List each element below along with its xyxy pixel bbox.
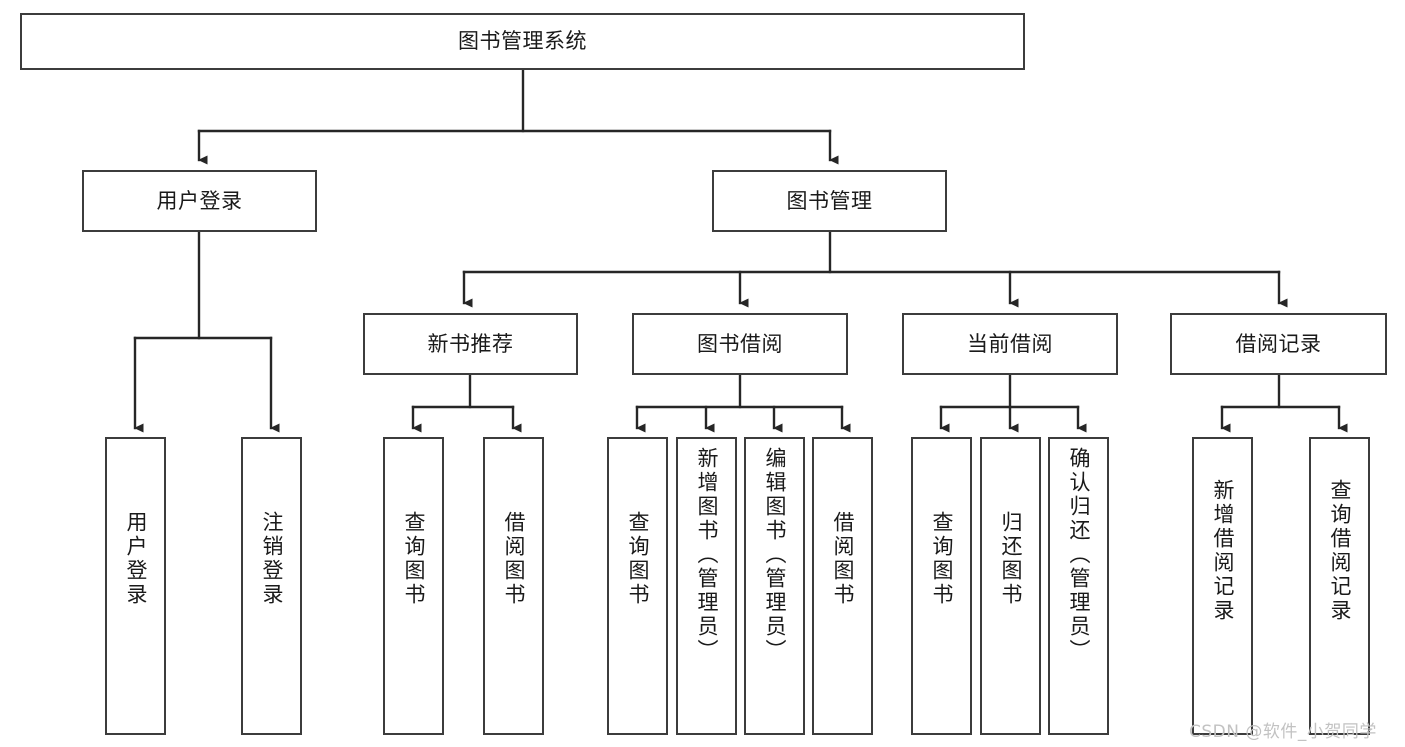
node-label: 借阅图书 bbox=[502, 511, 526, 607]
node-label: 查询图书 bbox=[930, 511, 954, 607]
leaf-query-borrow-record[interactable]: 查询借阅记录 bbox=[1309, 437, 1370, 735]
node-label: 当前借阅 bbox=[967, 331, 1053, 356]
node-label: 用户登录 bbox=[124, 511, 148, 607]
leaf-return-book[interactable]: 归还图书 bbox=[980, 437, 1041, 735]
leaf-query-book-recommend[interactable]: 查询图书 bbox=[383, 437, 444, 735]
leaf-user-login[interactable]: 用户登录 bbox=[105, 437, 166, 735]
node-label: 编辑图书（管理员） bbox=[763, 447, 787, 663]
leaf-confirm-return[interactable]: 确认归还（管理员） bbox=[1048, 437, 1109, 735]
leaf-query-book-current[interactable]: 查询图书 bbox=[911, 437, 972, 735]
leaf-edit-book[interactable]: 编辑图书（管理员） bbox=[744, 437, 805, 735]
node-label: 图书管理系统 bbox=[458, 29, 587, 54]
node-label: 查询借阅记录 bbox=[1328, 479, 1352, 623]
node-label: 新增借阅记录 bbox=[1211, 479, 1235, 623]
node-label: 确认归还（管理员） bbox=[1067, 447, 1091, 663]
leaf-borrow-book-recommend[interactable]: 借阅图书 bbox=[483, 437, 544, 735]
node-label: 新书推荐 bbox=[427, 331, 514, 356]
leaf-add-book[interactable]: 新增图书（管理员） bbox=[676, 437, 737, 735]
leaf-add-borrow-record[interactable]: 新增借阅记录 bbox=[1192, 437, 1253, 735]
node-label: 归还图书 bbox=[999, 511, 1023, 607]
node-new-book-recommend[interactable]: 新书推荐 bbox=[363, 313, 578, 375]
node-label: 借阅图书 bbox=[831, 511, 855, 607]
node-root-book-management-system[interactable]: 图书管理系统 bbox=[20, 13, 1025, 70]
node-book-borrow[interactable]: 图书借阅 bbox=[632, 313, 848, 375]
node-label: 查询图书 bbox=[402, 511, 426, 607]
node-label: 查询图书 bbox=[626, 511, 650, 607]
node-user-login[interactable]: 用户登录 bbox=[82, 170, 317, 232]
node-current-borrow[interactable]: 当前借阅 bbox=[902, 313, 1118, 375]
node-label: 注销登录 bbox=[260, 511, 284, 607]
node-label: 借阅记录 bbox=[1235, 331, 1322, 356]
node-label: 图书管理 bbox=[786, 188, 873, 213]
csdn-watermark: CSDN @软件_小贺同学 bbox=[1189, 722, 1377, 742]
leaf-logout-login[interactable]: 注销登录 bbox=[241, 437, 302, 735]
node-label: 用户登录 bbox=[156, 188, 243, 213]
node-label: 新增图书（管理员） bbox=[695, 447, 719, 663]
node-label: 图书借阅 bbox=[697, 331, 783, 356]
leaf-query-book-borrow[interactable]: 查询图书 bbox=[607, 437, 668, 735]
node-borrow-record[interactable]: 借阅记录 bbox=[1170, 313, 1387, 375]
leaf-borrow-book-borrow[interactable]: 借阅图书 bbox=[812, 437, 873, 735]
node-book-management[interactable]: 图书管理 bbox=[712, 170, 947, 232]
